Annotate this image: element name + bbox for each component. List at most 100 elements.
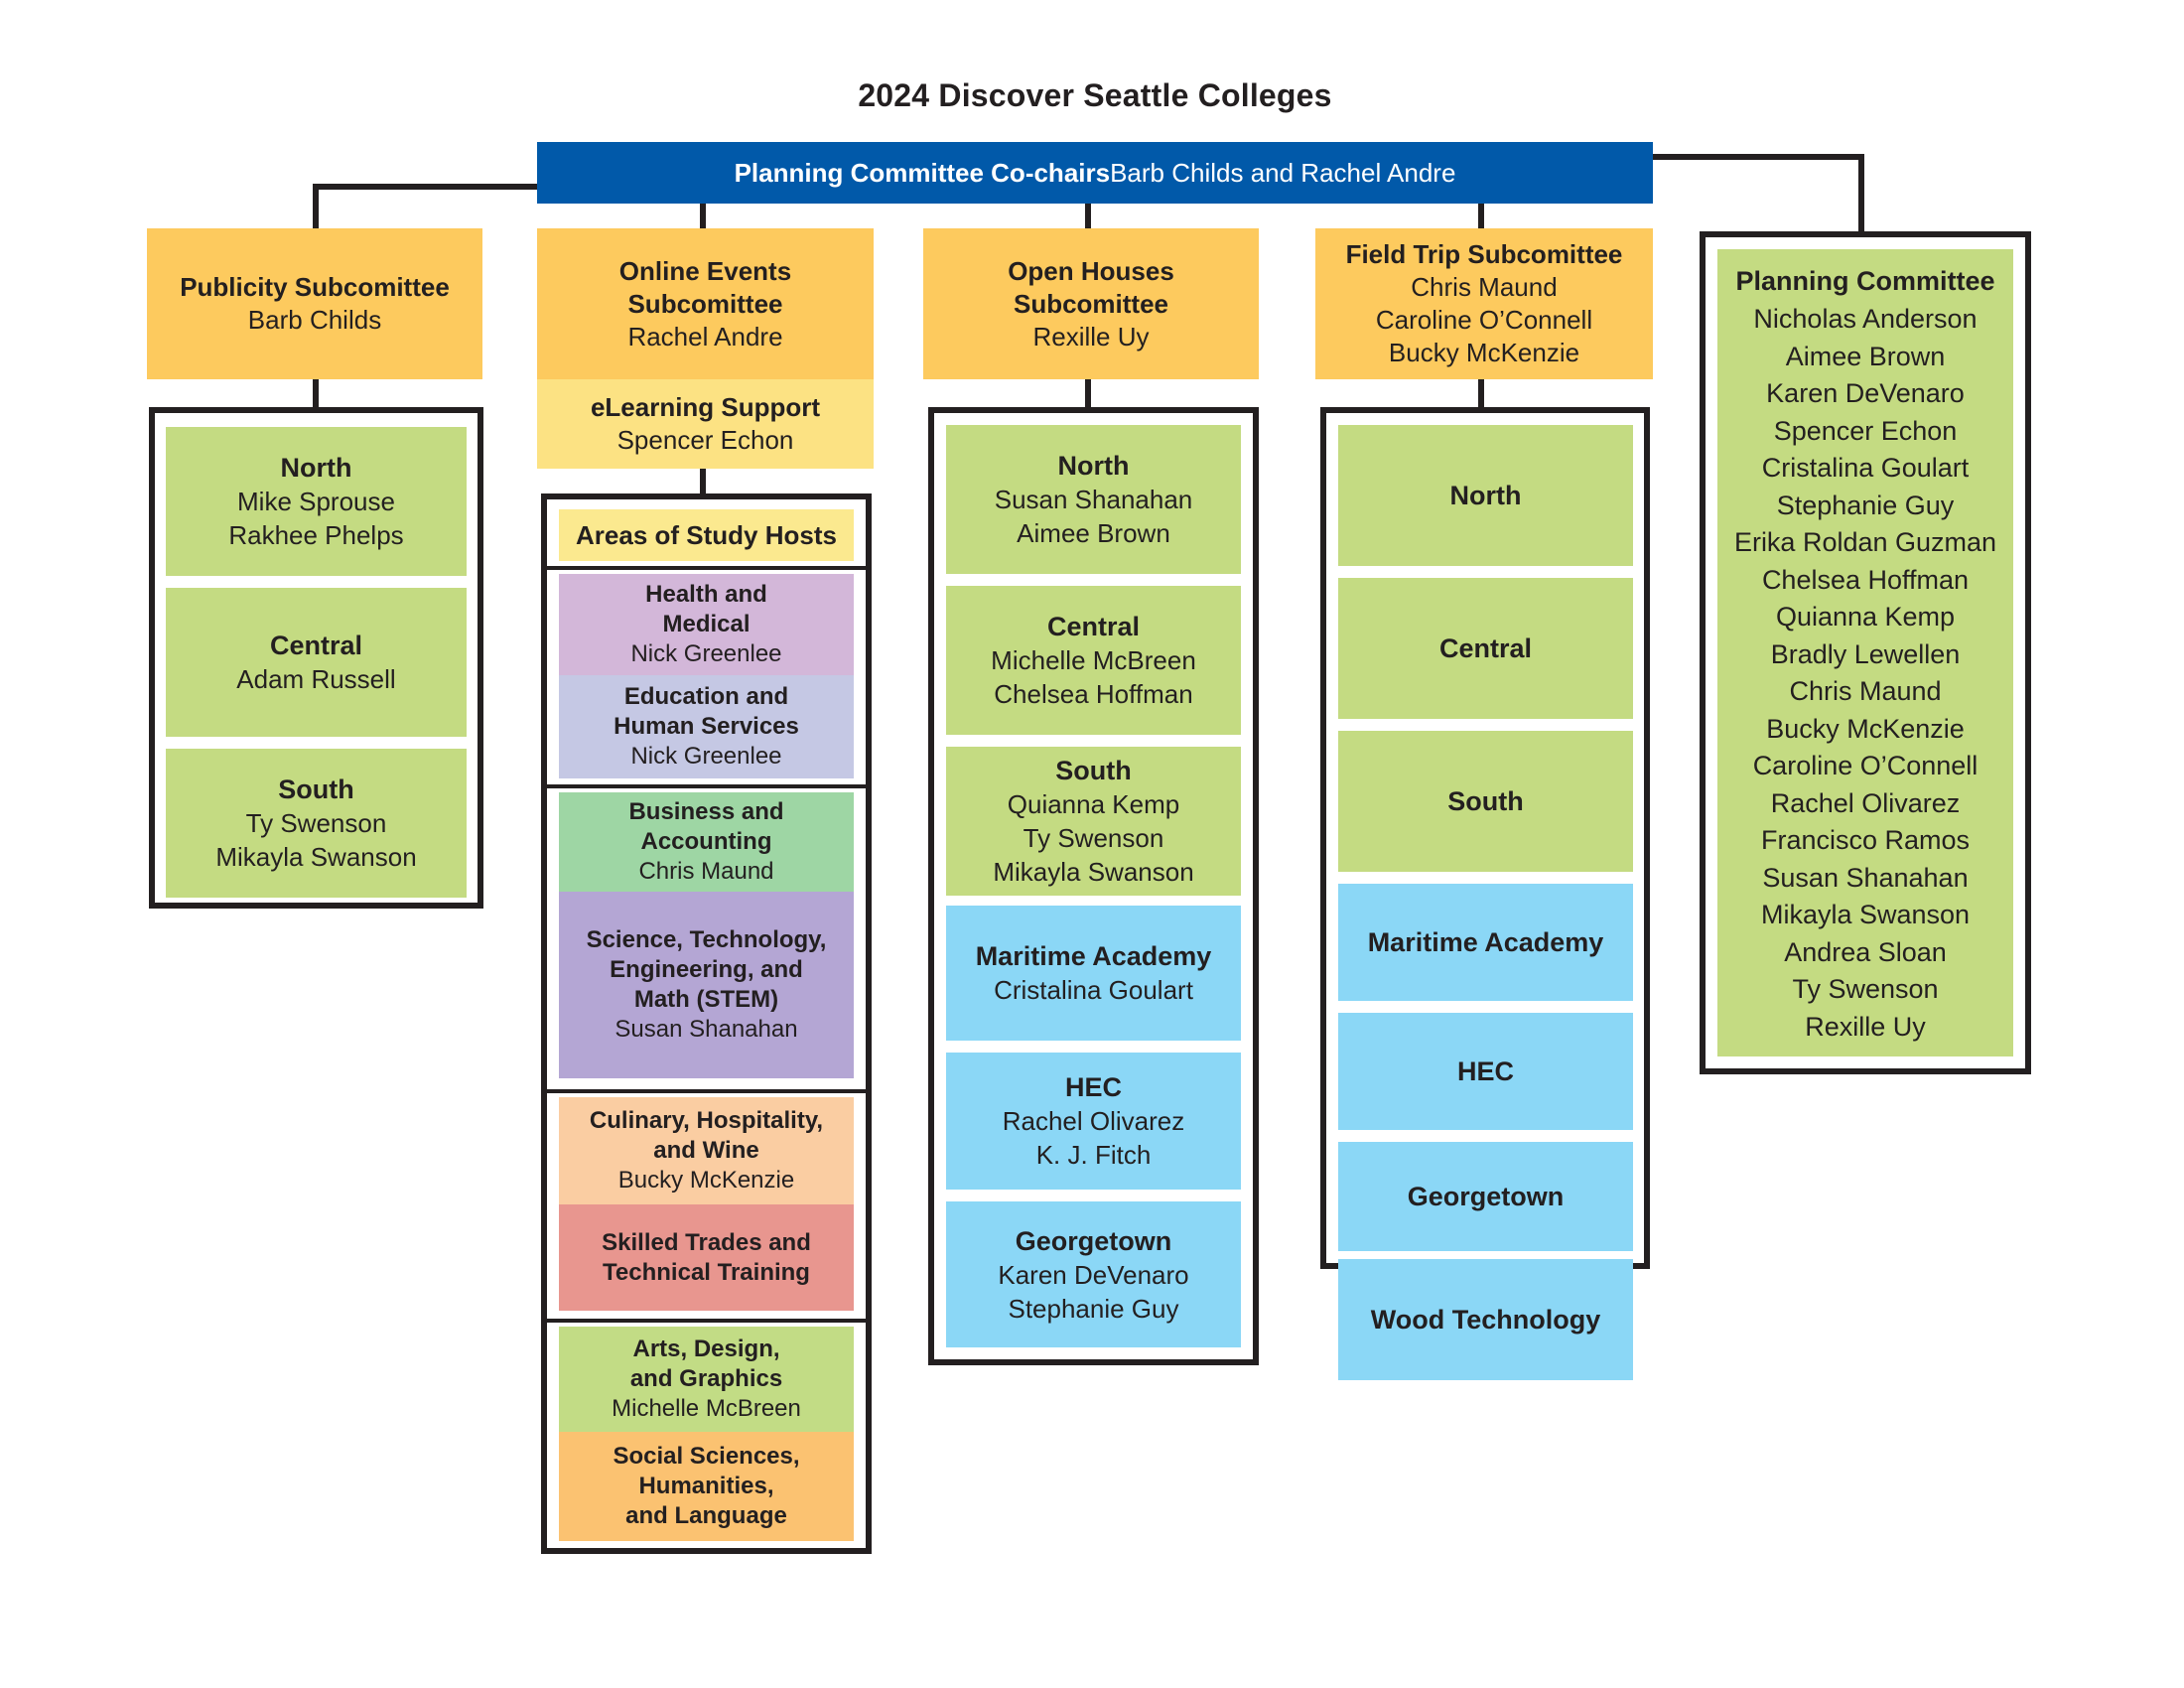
publicity-subcommittee-members: Barb Childs [247,305,382,335]
section-divider [547,784,866,788]
area-title: Science, Technology, Engineering, and Ma… [586,926,827,1013]
connector-banner-to-fieldtrip-vertical [1478,204,1484,228]
openhouses-region-north-box: North Susan Shanahan Aimee Brown [946,425,1241,574]
region-members: Susan Shanahan Aimee Brown [994,485,1193,548]
region-title: North [1449,481,1522,510]
area-title: Skilled Trades and Technical Training [602,1228,811,1286]
campus-members: Karen DeVenaro Stephanie Guy [998,1259,1189,1324]
openhouses-region-central-box: Central Michelle McBreen Chelsea Hoffman [946,586,1241,735]
area-host: Michelle McBreen [612,1395,801,1422]
area-stem-box: Science, Technology, Engineering, and Ma… [559,892,854,1078]
campus-title: Georgetown [1015,1225,1172,1256]
fieldtrip-region-central-box: Central [1338,578,1633,719]
planning-committee-members: Nicholas Anderson Aimee Brown Karen DeVe… [1733,304,1997,1042]
fieldtrip-campus-wood-technology-box: Wood Technology [1338,1259,1633,1380]
openhouses-campus-hec-box: HEC Rachel Olivarez K. J. Fitch [946,1053,1241,1190]
online-events-subcommittee-box: Online Events Subcomittee Rachel Andre [537,228,874,379]
region-members: Adam Russell [236,664,396,694]
openhouses-campus-maritime-box: Maritime Academy Cristalina Goulart [946,906,1241,1041]
connector-banner-to-planning-horizontal [1653,154,1864,160]
connector-banner-to-online-vertical [700,204,706,228]
region-title: North [1057,451,1130,481]
elearning-support-box: eLearning Support Spencer Echon [537,379,874,469]
section-divider [547,566,866,570]
field-trip-subcommittee-box: Field Trip Subcomittee Chris Maund Carol… [1315,228,1653,379]
online-events-title: Online Events Subcomittee [618,255,792,319]
connector-banner-to-openhouses-vertical [1085,204,1091,228]
connector-banner-to-publicity-horizontal [313,184,537,190]
campus-title: Maritime Academy [1367,927,1604,957]
region-members: Ty Swenson Mikayla Swanson [215,808,417,872]
online-events-members: Rachel Andre [627,321,783,352]
areas-of-study-header: Areas of Study Hosts [559,509,854,561]
publicity-region-north-box: North Mike Sprouse Rakhee Phelps [166,427,467,576]
fieldtrip-campus-georgetown-box: Georgetown [1338,1142,1633,1251]
section-divider [547,1319,866,1323]
region-title: Central [1046,612,1141,641]
connector-elearning-to-areas [700,469,706,493]
area-arts-design-graphics-box: Arts, Design, and Graphics Michelle McBr… [559,1327,854,1432]
campus-members: Rachel Olivarez K. J. Fitch [1002,1106,1185,1170]
region-members: Quianna Kemp Ty Swenson Mikayla Swanson [993,789,1194,887]
section-divider [547,1089,866,1093]
connector-banner-to-planning-vertical [1858,154,1864,231]
area-social-sciences-box: Social Sciences, Humanities, and Languag… [559,1432,854,1541]
area-title: Culinary, Hospitality, and Wine [589,1107,824,1164]
openhouses-region-south-box: South Quianna Kemp Ty Swenson Mikayla Sw… [946,747,1241,896]
campus-title: Georgetown [1407,1182,1565,1211]
area-host: Nick Greenlee [630,743,782,770]
page-title: 2024 Discover Seattle Colleges [858,77,1332,113]
connector-banner-to-publicity-vertical [313,184,319,228]
area-title: Business and Accounting [628,798,784,855]
areas-header-label: Areas of Study Hosts [576,520,837,550]
field-trip-members: Chris Maund Caroline O’Connell Bucky McK… [1375,272,1593,367]
region-title: South [278,774,354,804]
area-title: Social Sciences, Humanities, and Languag… [613,1443,800,1529]
area-skilled-trades-box: Skilled Trades and Technical Training [559,1204,854,1311]
publicity-subcommittee-title: Publicity Subcomittee [180,272,450,302]
campus-title: Maritime Academy [975,941,1212,971]
region-title: North [280,453,352,483]
connector-openhouses-to-regions [1085,379,1091,407]
banner-role-label: Planning Committee Co-chairs [734,157,1111,188]
elearning-title: eLearning Support [590,392,821,422]
banner-names: Barb Childs and Rachel Andre [1110,157,1456,188]
planning-committee-box: Planning Committee Nicholas Anderson Aim… [1717,249,2013,1056]
connector-publicity-to-regions [313,379,319,407]
publicity-region-central-box: Central Adam Russell [166,588,467,737]
area-host: Bucky McKenzie [617,1167,795,1194]
region-title: South [1447,786,1524,816]
fieldtrip-campus-maritime-box: Maritime Academy [1338,884,1633,1001]
region-members: Michelle McBreen Chelsea Hoffman [991,645,1196,709]
fieldtrip-campus-hec-box: HEC [1338,1013,1633,1130]
area-health-medical-box: Health and Medical Nick Greenlee [559,574,854,675]
field-trip-title: Field Trip Subcomittee [1345,239,1623,269]
region-title: Central [269,631,363,660]
region-title: Central [1438,633,1533,663]
area-host: Chris Maund [638,858,774,885]
area-host: Susan Shanahan [614,1016,798,1043]
cochairs-banner: Planning Committee Co-chairs Barb Childs… [537,142,1653,204]
publicity-subcommittee-box: Publicity Subcomittee Barb Childs [147,228,482,379]
planning-committee-title: Planning Committee [1735,266,1995,296]
area-host: Nick Greenlee [630,640,782,667]
openhouses-campus-georgetown-box: Georgetown Karen DeVenaro Stephanie Guy [946,1201,1241,1347]
fieldtrip-region-south-box: South [1338,731,1633,872]
region-members: Mike Sprouse Rakhee Phelps [228,487,404,550]
campus-title: HEC [1456,1056,1514,1086]
campus-title: Wood Technology [1370,1305,1601,1335]
region-title: South [1055,756,1132,785]
area-title: Education and Human Services [614,683,799,740]
connector-fieldtrip-to-regions [1478,379,1484,407]
open-houses-members: Rexille Uy [1032,321,1150,352]
elearning-members: Spencer Echon [616,425,794,455]
area-education-human-services-box: Education and Human Services Nick Greenl… [559,675,854,778]
campus-title: HEC [1064,1072,1122,1102]
open-houses-subcommittee-box: Open Houses Subcomittee Rexille Uy [923,228,1259,379]
fieldtrip-region-north-box: North [1338,425,1633,566]
area-business-accounting-box: Business and Accounting Chris Maund [559,792,854,892]
area-title: Arts, Design, and Graphics [629,1336,783,1392]
publicity-region-south-box: South Ty Swenson Mikayla Swanson [166,749,467,898]
area-culinary-hospitality-wine-box: Culinary, Hospitality, and Wine Bucky Mc… [559,1097,854,1204]
